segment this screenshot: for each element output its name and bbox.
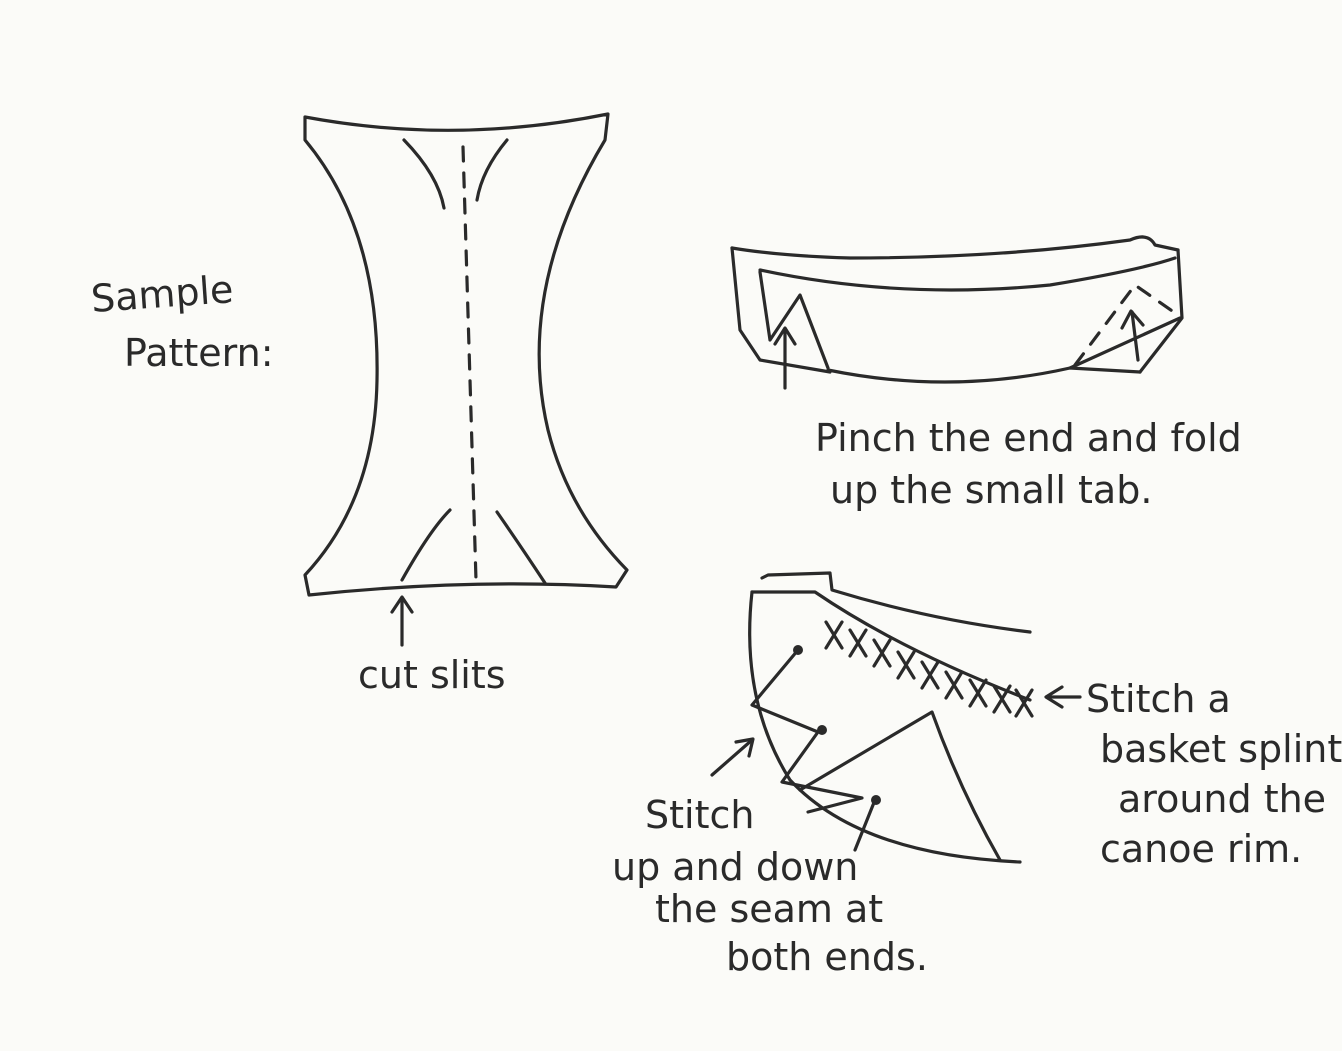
bottom-right-slit — [497, 512, 545, 583]
canoe-hull-bottom — [828, 368, 1140, 382]
canoe-right-end — [1140, 250, 1182, 372]
seam-stitch-dot-1 — [793, 645, 803, 655]
canoe-left-tab — [760, 272, 828, 368]
basket-line1: Stitch a — [1086, 677, 1231, 721]
seam-stitch-tail — [855, 800, 875, 850]
canoe-inner-rim — [760, 258, 1175, 290]
pinch-line1: Pinch the end and fold — [815, 416, 1242, 460]
rim-inner-edge — [752, 592, 1030, 700]
canoe-back-rim — [732, 237, 1178, 258]
seam-line2: up and down — [612, 845, 858, 889]
basket-splint-instruction: Stitch a basket splint around the canoe … — [1086, 677, 1342, 871]
basket-line2: basket splint — [1100, 727, 1342, 771]
pattern-outline — [305, 114, 627, 595]
sample-pattern-line2: Pattern: — [124, 331, 274, 375]
cut-slits-callout: cut slits — [358, 597, 506, 697]
bottom-left-slit — [402, 510, 450, 580]
basket-line3: around the — [1118, 777, 1326, 821]
seam-stitch-dot-2 — [817, 725, 827, 735]
seam-line4: both ends. — [726, 935, 928, 979]
seam-stitch-path — [752, 650, 862, 812]
seam-stitch-instruction: Stitch up and down the seam at both ends… — [612, 793, 928, 979]
stitched-canoe-end — [712, 573, 1080, 862]
seam-stitch-dot-3 — [871, 795, 881, 805]
seam-line1: Stitch — [645, 793, 754, 837]
canoe-left-end — [732, 248, 830, 372]
basket-line4: canoe rim. — [1100, 827, 1302, 871]
rim-top-edge — [762, 573, 1030, 632]
cut-slits-label: cut slits — [358, 653, 506, 697]
seam-line3: the seam at — [655, 887, 883, 931]
sample-pattern-label: Sample Pattern: — [90, 267, 274, 375]
pinch-line2: up the small tab. — [830, 468, 1152, 512]
seam-arrow-shaft — [712, 740, 752, 775]
top-right-slit — [477, 140, 507, 200]
top-left-slit — [404, 140, 444, 208]
center-fold-line — [463, 147, 476, 580]
sample-pattern-line1: Sample — [90, 267, 235, 321]
pinch-instruction: Pinch the end and fold up the small tab. — [815, 416, 1242, 512]
rim-cross-stitches — [826, 622, 1032, 716]
hull-flap — [800, 712, 1000, 860]
folded-canoe — [732, 237, 1182, 388]
pattern-shape — [305, 114, 627, 595]
